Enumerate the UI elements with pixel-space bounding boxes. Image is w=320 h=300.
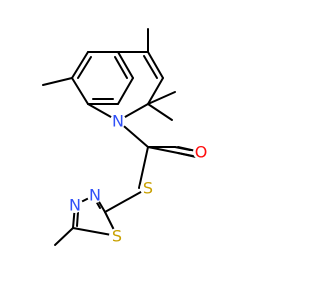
bond-c5-c4a (117, 77, 134, 105)
bond-nb-c5ring-inner (76, 211, 79, 227)
atom-n1: N (110, 112, 126, 131)
bond-carbonyl-stub (174, 146, 191, 151)
atom-label-o: O (195, 143, 208, 162)
bond-layer (42, 28, 197, 246)
atom-s-thioether: S (140, 179, 156, 198)
atom-o: O (193, 143, 209, 162)
molecule-diagram: N O S N N S (42, 28, 209, 246)
atom-label-n-ring-b: N (69, 196, 81, 215)
bond-c8-methyl (42, 77, 73, 86)
atom-label-n1: N (112, 112, 124, 131)
bond-carbonyl-o-b (177, 152, 197, 158)
atom-label-layer: N O S N N S (67, 112, 209, 246)
atom-label-n-ring-a: N (89, 186, 101, 205)
bond-c8a-c8 (71, 77, 89, 105)
bond-c3-c4 (147, 51, 164, 79)
bond-ch2-s (138, 146, 149, 189)
bond-c3-c4-double (143, 55, 158, 79)
atom-label-s-ring: S (112, 227, 122, 246)
bond-c6-c5 (117, 51, 134, 79)
bond-c6-c5-inner (114, 56, 128, 79)
bond-c5ring-methyl (54, 227, 74, 246)
bond-c2-c3 (147, 77, 164, 105)
bond-c2-methyl-b (147, 103, 173, 121)
atom-s-ring: S (109, 227, 125, 246)
bond-c8-c7 (71, 51, 89, 79)
bond-c2-methyl-a (147, 91, 176, 105)
atom-n-ring-a: N (87, 186, 103, 205)
bond-s-c2ring (104, 187, 149, 213)
atom-label-s-thioether: S (143, 179, 153, 198)
bond-c8-c7-inner (77, 56, 92, 79)
atom-n-ring-b: N (67, 196, 83, 215)
